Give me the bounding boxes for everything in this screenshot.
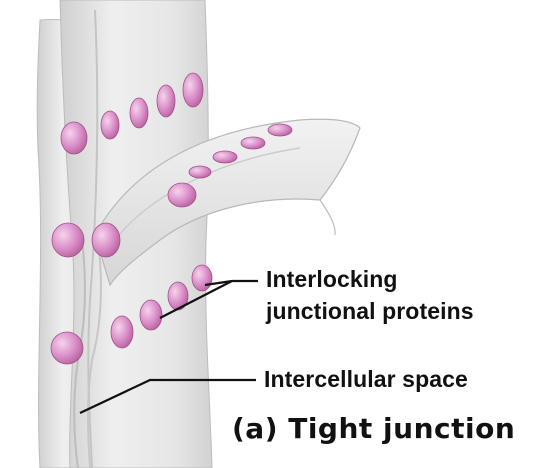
flap-contour [114,147,301,241]
protein [100,110,120,140]
protein [167,182,197,208]
protein [191,264,213,292]
flap-edge [319,199,336,236]
protein [267,123,293,137]
protein [240,136,266,150]
protein [60,121,88,155]
protein [188,165,212,179]
protein-row-flap [167,123,293,208]
protein-pair-mid [51,222,121,258]
protein [139,299,163,331]
leader-line-intercellular-space [79,378,256,414]
protein [129,97,149,129]
protein [50,331,84,365]
label-junctional-proteins: junctional proteins [266,298,474,324]
membrane-contour-3 [87,239,102,468]
label-interlocking: Interlocking [266,266,398,292]
protein [91,222,121,258]
protein [212,150,238,164]
protein [51,222,85,258]
protein [156,84,176,118]
membrane-flap [94,118,361,287]
protein [182,72,204,108]
label-intercellular-space: Intercellular space [264,366,468,392]
figure-caption: (a) Tight junction [232,412,516,445]
protein-row-top [60,72,204,155]
protein [110,315,134,349]
protein [167,281,189,311]
leader-line-proteins-lower [159,280,233,319]
membrane-contour-1 [87,9,99,468]
